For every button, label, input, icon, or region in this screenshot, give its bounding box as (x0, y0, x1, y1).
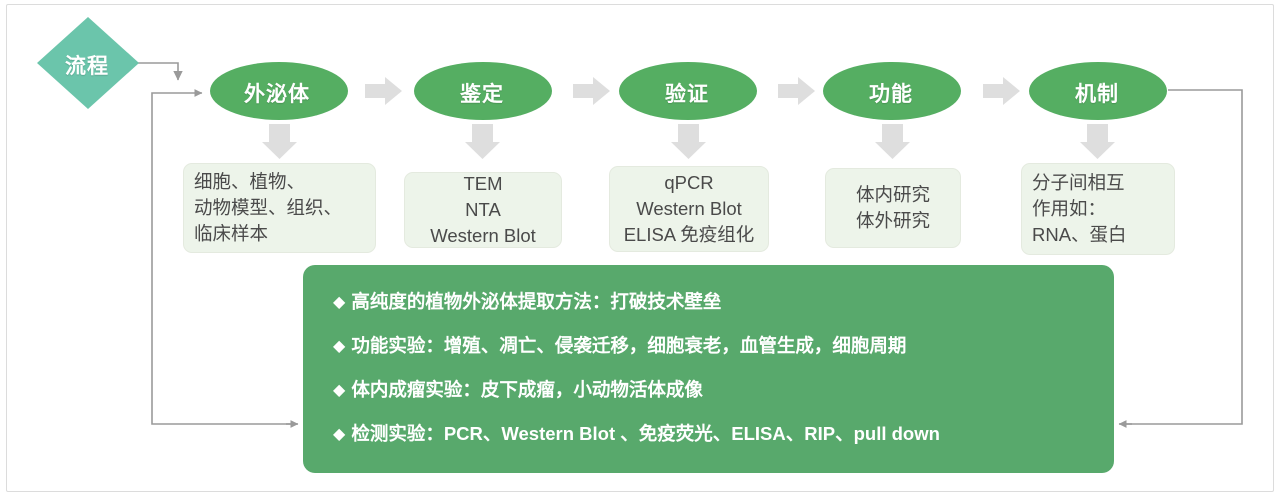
block-arrow-4 (983, 77, 1020, 105)
node-ellipse-identification[interactable] (414, 62, 552, 120)
detail-box-validation: qPCR Western Blot ELISA 免疫组化 (609, 166, 769, 252)
detail-box-identification: TEM NTA Western Blot (404, 172, 562, 248)
highlight-item: ◆ 体内成瘤实验：皮下成瘤，小动物活体成像 (333, 378, 1088, 404)
highlight-item: ◆ 检测实验：PCR、Western Blot 、免疫荧光、ELISA、RIP、… (333, 422, 1088, 448)
detail-box-function: 体内研究 体外研究 (825, 168, 961, 248)
detail-box-mechanism: 分子间相互 作用如： RNA、蛋白 (1021, 163, 1175, 255)
highlight-item-text: 检测实验：PCR、Western Blot 、免疫荧光、ELISA、RIP、pu… (351, 423, 940, 444)
block-arrow-2 (573, 77, 610, 105)
node-ellipse-function[interactable] (823, 62, 961, 120)
node-ellipse-mechanism[interactable] (1029, 62, 1167, 120)
highlights-panel: ◆ 高纯度的植物外泌体提取方法：打破技术壁垒 ◆ 功能实验：增殖、凋亡、侵袭迁移… (303, 265, 1114, 473)
highlight-item: ◆ 功能实验：增殖、凋亡、侵袭迁移，细胞衰老，血管生成，细胞周期 (333, 334, 1088, 360)
node-ellipse-validation[interactable] (619, 62, 757, 120)
block-arrow-down-4 (875, 124, 910, 159)
highlight-item-text: 功能实验：增殖、凋亡、侵袭迁移，细胞衰老，血管生成，细胞周期 (351, 335, 907, 356)
node-flow-diamond[interactable] (37, 17, 139, 109)
diamond-bullet-icon: ◆ (333, 426, 346, 443)
highlight-item-text: 体内成瘤实验：皮下成瘤，小动物活体成像 (351, 379, 703, 400)
connector-feedback-left (151, 89, 299, 428)
connector-feedback-right (1118, 89, 1243, 428)
block-arrow-down-2 (465, 124, 500, 159)
diamond-bullet-icon: ◆ (333, 338, 346, 355)
block-arrow-down-1 (262, 124, 297, 159)
block-arrow-3 (778, 77, 815, 105)
connector-flow-to-exosome (138, 62, 183, 81)
block-arrow-down-5 (1080, 124, 1115, 159)
highlight-item: ◆ 高纯度的植物外泌体提取方法：打破技术壁垒 (333, 290, 1088, 316)
diamond-bullet-icon: ◆ (333, 294, 346, 311)
highlight-item-text: 高纯度的植物外泌体提取方法：打破技术壁垒 (351, 291, 722, 312)
block-arrow-1 (365, 77, 402, 105)
diamond-bullet-icon: ◆ (333, 382, 346, 399)
node-ellipse-exosome[interactable] (210, 62, 348, 120)
detail-box-exosome: 细胞、植物、 动物模型、组织、 临床样本 (183, 163, 376, 253)
block-arrow-down-3 (671, 124, 706, 159)
